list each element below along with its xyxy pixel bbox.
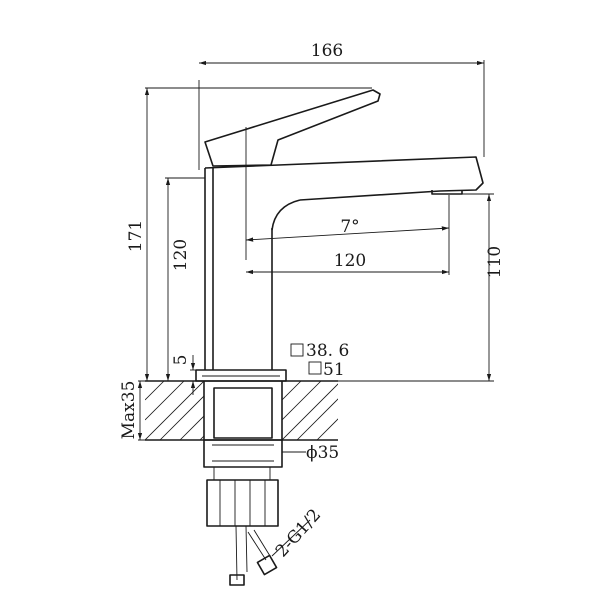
deck-section bbox=[145, 380, 338, 441]
spout-height-label: 110 bbox=[485, 246, 505, 278]
max-deck-label: Max35 bbox=[119, 381, 139, 440]
body-height-label: 120 bbox=[171, 239, 191, 271]
overall-height-label: 171 bbox=[126, 220, 146, 252]
spout-angle-label: 7° bbox=[340, 217, 359, 237]
overall-width-label: 166 bbox=[311, 41, 343, 61]
dimension-lines bbox=[137, 60, 494, 557]
base-thickness-label: 5 bbox=[171, 355, 191, 366]
square-small-label: 38. 6 bbox=[306, 341, 349, 361]
hoses-label: 2-G1/2 bbox=[272, 505, 325, 561]
mounting-shank bbox=[203, 439, 283, 586]
square-large-label: 51 bbox=[323, 360, 345, 380]
faucet-body bbox=[195, 89, 484, 382]
shank-diameter-label: ϕ35 bbox=[306, 443, 339, 463]
spout-reach-label: 120 bbox=[334, 251, 366, 271]
